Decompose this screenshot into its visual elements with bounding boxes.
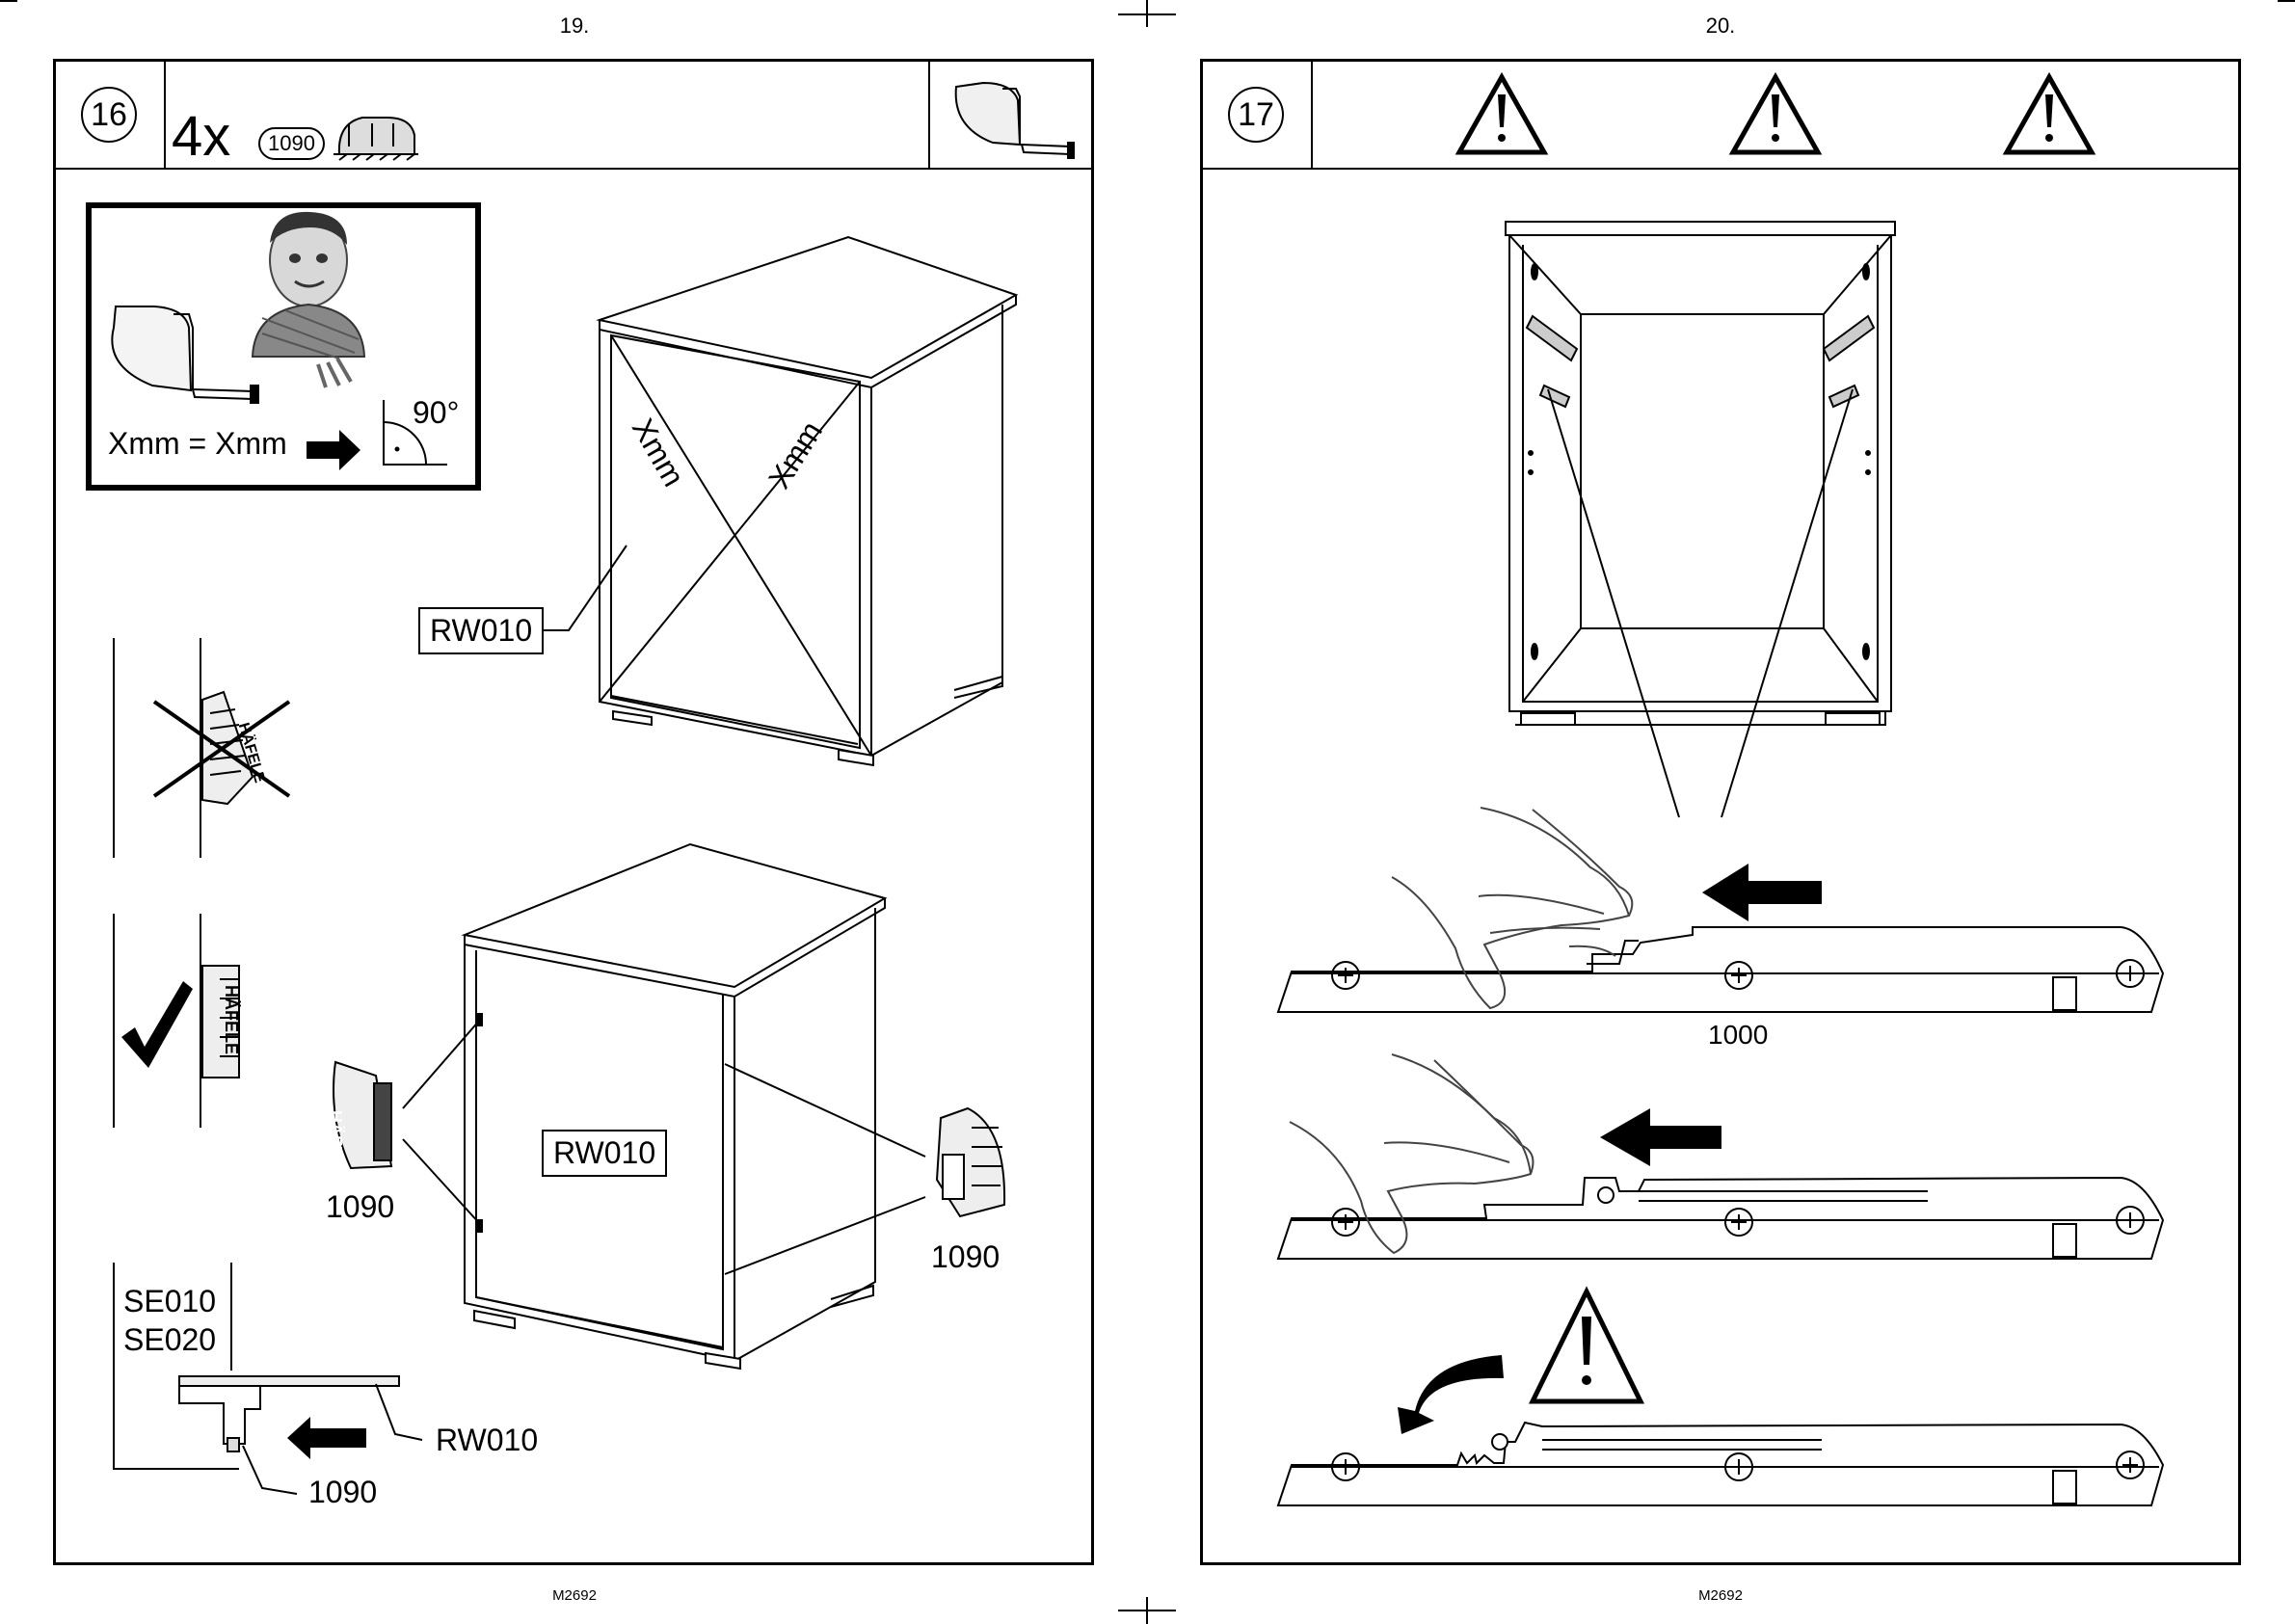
curved-arrow-icon	[1398, 1355, 1504, 1434]
arrow-left-icon	[1600, 1108, 1721, 1166]
drawer-runner	[1278, 1423, 2163, 1505]
runner-part-label: 1000	[1708, 1020, 1768, 1051]
warning-icon	[1733, 77, 1818, 152]
warning-icon	[1533, 1291, 1641, 1401]
warning-icon	[1459, 77, 1544, 152]
drawer-runner	[1278, 927, 2163, 1012]
cabinet-front-view	[1506, 222, 1895, 817]
drawer-runner	[1278, 1178, 2163, 1259]
warning-icon	[2007, 77, 2092, 152]
arrow-left-icon	[1702, 864, 1822, 921]
